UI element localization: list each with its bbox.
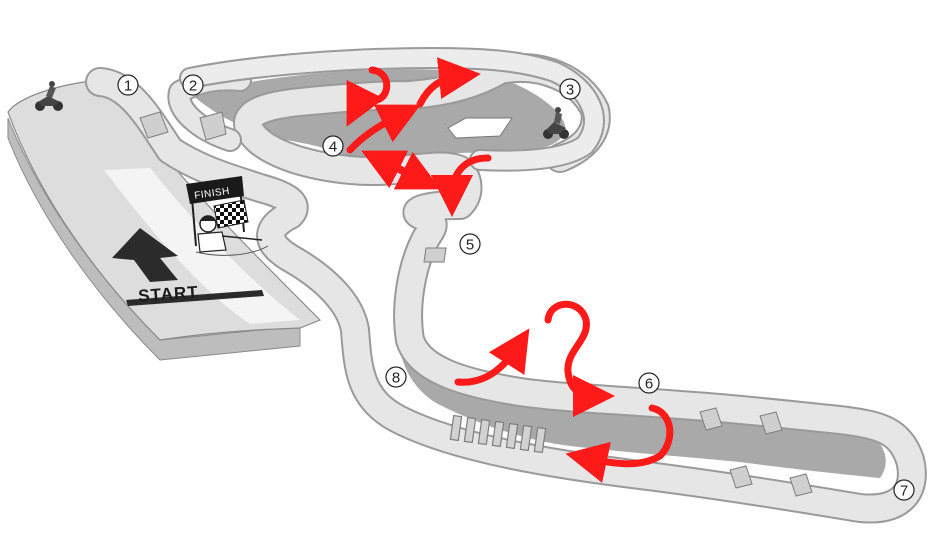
corner-marker-3: 3 [559,78,581,100]
red-arrow-question [544,300,615,417]
red-arrow-diagonal [346,104,421,154]
corner-marker-2: 2 [182,74,204,96]
corner-marker-6: 6 [638,372,660,394]
infield-island [447,117,513,139]
finish-label: FINISH [194,186,231,202]
corner-number: 7 [900,483,908,500]
start-label: START [138,282,200,305]
red-arrow-rise [454,328,530,386]
corner-number: 4 [329,139,337,156]
finish-area: FINISH [186,176,269,256]
corner-number: 2 [189,78,197,95]
corner-marker-1: 1 [117,74,139,96]
corner-marker-8: 8 [385,366,407,388]
checkered-flag-icon [213,199,249,229]
red-arrow-hook-down [431,154,492,217]
red-arrow-hook-top [346,66,391,127]
finish-banner [186,176,244,204]
start-underline [126,290,264,306]
up-arrow-icon [112,228,178,282]
corner-marker-5: 5 [459,233,481,255]
corner-number: 8 [392,370,400,387]
red-annotation-arrows [346,57,674,483]
start-slab-side [7,117,301,361]
whoops-section [449,414,547,454]
corner-marker-7: 7 [893,479,915,501]
corner-number: 1 [124,78,132,95]
motorcycle-rider-icon [543,107,569,139]
red-arrow-up-right [416,57,481,108]
corner-marker-4: 4 [322,135,344,157]
corner-markers: 1 2 3 4 5 6 7 8 [117,74,915,501]
red-arrow-return [565,404,674,483]
motorcycle-rider-icon [35,81,63,111]
flag-marshal-icon [195,215,269,256]
jumps [139,111,813,497]
corner-number: 6 [645,376,653,393]
corner-number: 5 [466,237,474,254]
track-upper-outer-surface [181,48,603,170]
red-arrow-double-right [378,151,441,190]
finish-flag-pole [191,197,197,247]
corner-number: 3 [566,82,574,99]
